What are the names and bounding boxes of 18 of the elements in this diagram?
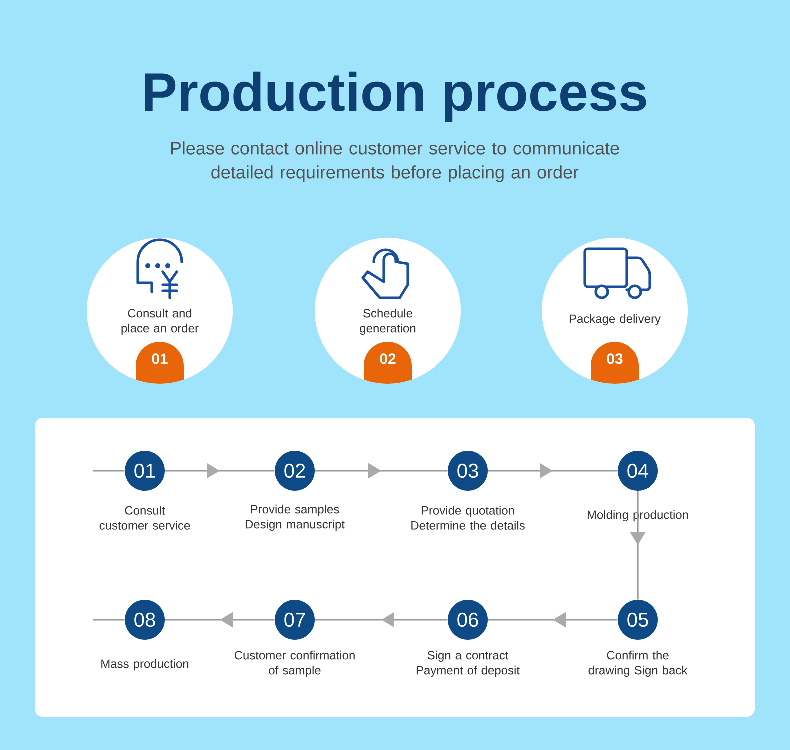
step-description: Confirm the drawing Sign back xyxy=(588,650,688,678)
number-badge: 01 xyxy=(136,342,184,384)
title: Production process xyxy=(145,72,646,122)
step-description: Molding production xyxy=(588,510,688,522)
subtitle: Please contact online customer service to communicate detailed requirements before placing an order xyxy=(171,142,620,182)
step-label: Consult and place an order xyxy=(122,308,199,336)
step-description: Consult customer service xyxy=(100,506,190,530)
step-description: Sign a contract Payment of deposit xyxy=(416,650,520,678)
connector-line xyxy=(93,470,125,472)
step-description: Mass production xyxy=(102,659,189,671)
number-badge: 03 xyxy=(591,342,639,384)
connector-line xyxy=(93,619,125,621)
step-label: Schedule generation xyxy=(360,308,416,336)
step-label: Package delivery xyxy=(570,314,661,326)
step-description: Provide quotation Determine the details xyxy=(412,506,525,530)
step-description: Provide samples Design manuscript xyxy=(246,504,345,532)
number-badge: 02 xyxy=(364,342,412,384)
step-description: Customer confirmation of sample xyxy=(234,650,355,678)
